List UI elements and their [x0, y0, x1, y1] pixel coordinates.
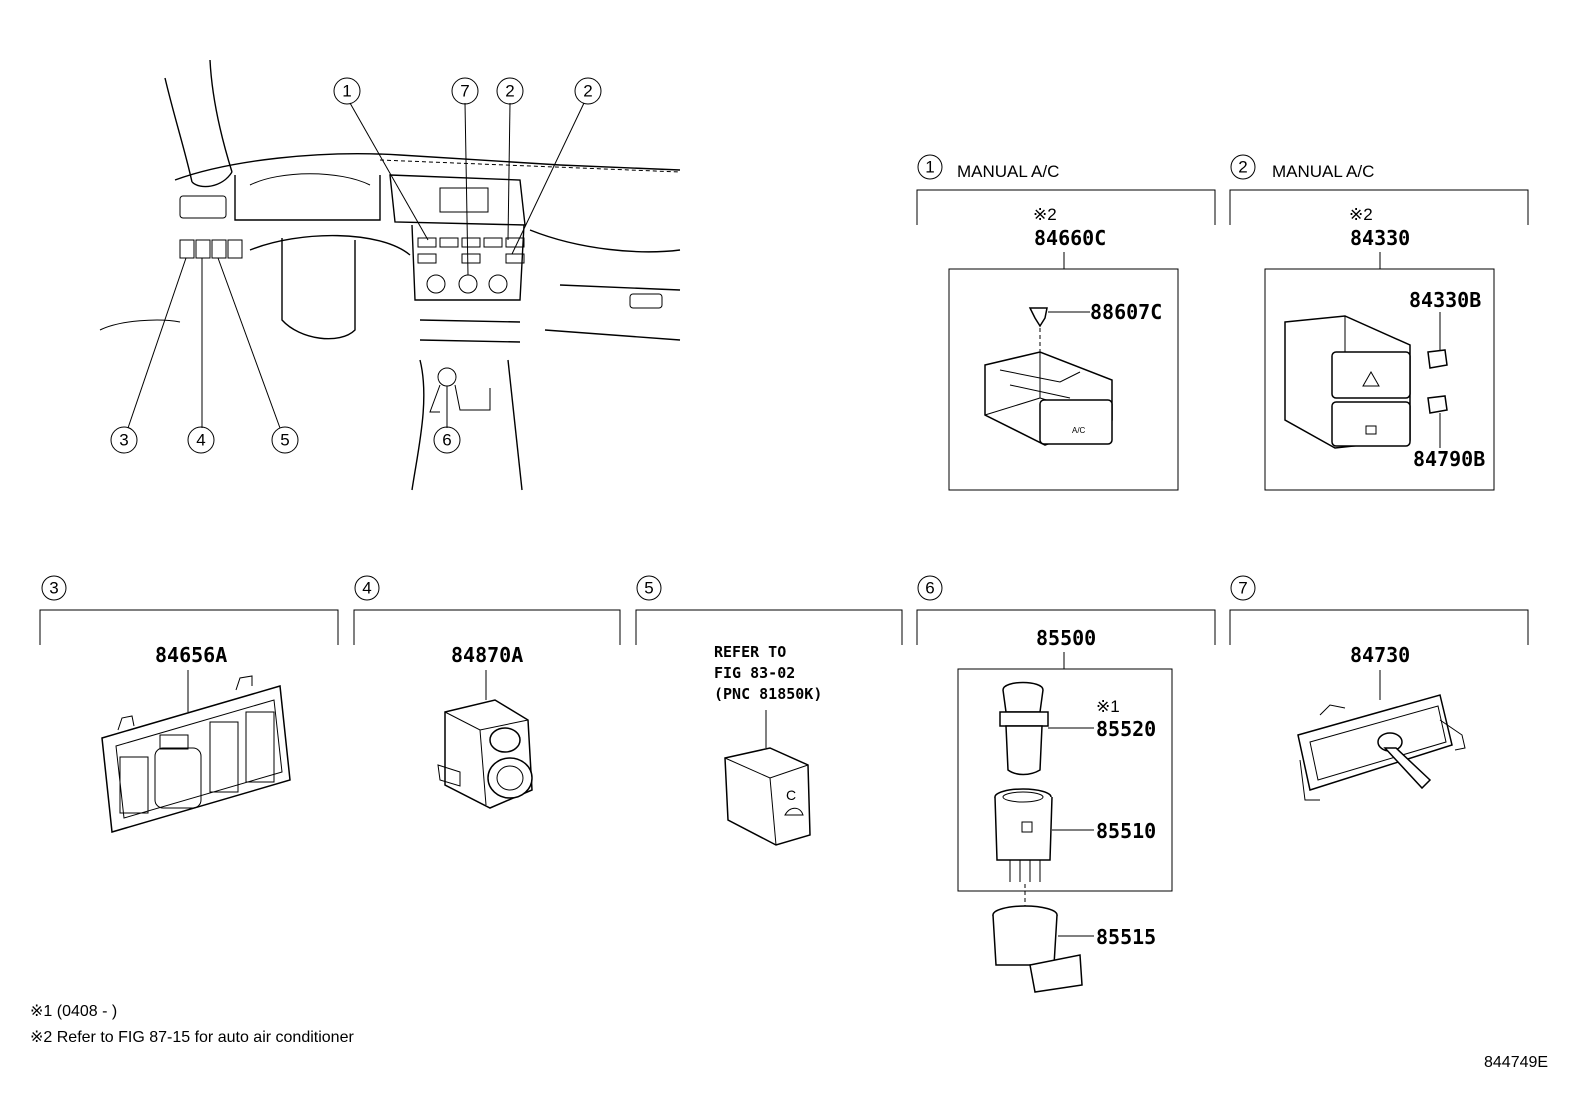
section-6: 6 85500 ※1 85520 85510 85515: [916, 575, 1216, 993]
svg-text:1: 1: [925, 158, 934, 177]
callout-5: 5: [271, 426, 299, 454]
svg-text:※2: ※2: [1033, 205, 1057, 224]
callout-4: 4: [187, 426, 215, 454]
section-2-title: MANUAL A/C: [1272, 162, 1374, 181]
dashboard-overview: [99, 59, 681, 491]
part-84790B: 84790B: [1413, 447, 1485, 471]
section-4: 4 84870A: [353, 575, 621, 809]
callout-7: 7: [451, 77, 479, 105]
footnote-2: ※2 Refer to FIG 87-15 for auto air condi…: [30, 1029, 354, 1046]
svg-text:7: 7: [460, 82, 469, 101]
callout-2a: 2: [496, 77, 524, 105]
section-7: 7 84730: [1229, 575, 1529, 801]
svg-text:2: 2: [1238, 158, 1247, 177]
part-84656A: 84656A: [155, 643, 227, 667]
section-1: 1 MANUAL A/C ※2 84660C A/C 88607C: [916, 154, 1216, 491]
part-85520: 85520: [1096, 717, 1156, 741]
part-85515: 85515: [1096, 925, 1156, 949]
part-85500: 85500: [1036, 626, 1096, 650]
svg-text:5: 5: [644, 579, 653, 598]
svg-text:4: 4: [362, 579, 371, 598]
refer-line-2: FIG 83-02: [714, 664, 795, 682]
section-5: 5 REFER TO FIG 83-02 (PNC 81850K) C: [635, 575, 903, 846]
footnotes: ※1 (0408 - ) ※2 Refer to FIG 87-15 for a…: [30, 1003, 354, 1046]
footnote-1: ※1 (0408 - ): [30, 1003, 117, 1020]
svg-text:C: C: [786, 787, 796, 803]
svg-text:6: 6: [925, 579, 934, 598]
part-84330B: 84330B: [1409, 288, 1481, 312]
svg-text:A/C: A/C: [1072, 426, 1086, 435]
part-85510: 85510: [1096, 819, 1156, 843]
part-84730: 84730: [1350, 643, 1410, 667]
refer-line-3: (PNC 81850K): [714, 685, 822, 703]
svg-text:7: 7: [1238, 579, 1247, 598]
section-3: 3 84656A: [39, 575, 339, 833]
svg-text:※2: ※2: [1349, 205, 1373, 224]
svg-text:3: 3: [119, 431, 128, 450]
callout-6: 6: [433, 426, 461, 454]
callout-3: 3: [110, 426, 138, 454]
part-84330: 84330: [1350, 226, 1410, 250]
overview-leaders: [127, 102, 585, 429]
section-2: 2 MANUAL A/C ※2 84330 84330B 84790B: [1229, 154, 1529, 491]
svg-text:2: 2: [505, 82, 514, 101]
part-84660C: 84660C: [1034, 226, 1106, 250]
svg-text:6: 6: [442, 431, 451, 450]
overview-callouts: 1 7 2 2 3 4 5 6: [110, 77, 602, 454]
svg-text:1: 1: [342, 82, 351, 101]
figure-id: 844749E: [1484, 1054, 1548, 1071]
svg-text:4: 4: [196, 431, 205, 450]
svg-text:※1: ※1: [1096, 697, 1120, 716]
svg-text:2: 2: [583, 82, 592, 101]
svg-text:5: 5: [280, 431, 289, 450]
svg-text:3: 3: [49, 579, 58, 598]
part-84870A: 84870A: [451, 643, 523, 667]
callout-1: 1: [333, 77, 361, 105]
section-1-title: MANUAL A/C: [957, 162, 1059, 181]
refer-line-1: REFER TO: [714, 643, 786, 661]
part-88607C: 88607C: [1090, 300, 1162, 324]
callout-2b: 2: [574, 77, 602, 105]
